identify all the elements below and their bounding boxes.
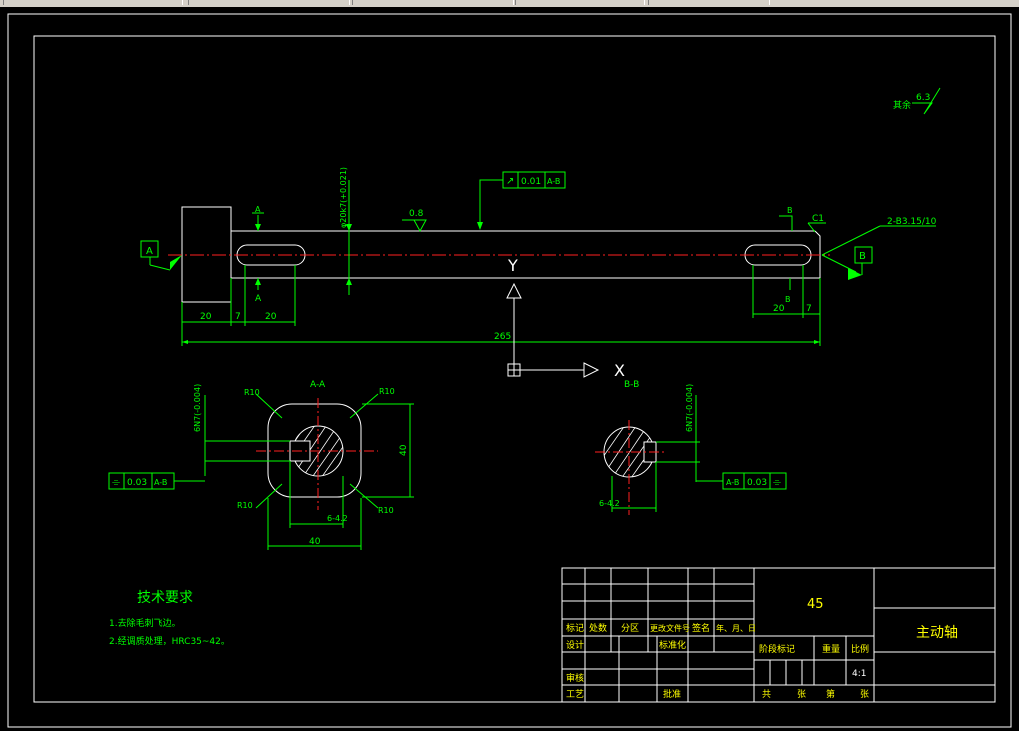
tb-standard: 标准化 bbox=[659, 639, 686, 651]
aa-tol-datum: A-B bbox=[154, 478, 167, 487]
height-dim: 40 bbox=[399, 444, 409, 456]
tb-approve: 批准 bbox=[663, 688, 681, 700]
section-a-top-mark: A bbox=[255, 205, 261, 214]
window-top-strip bbox=[0, 0, 1019, 7]
tech-req-item-1: 1.去除毛刺飞边。 bbox=[109, 617, 181, 629]
datum-b-box bbox=[854, 246, 873, 264]
aa-symmetry-icon: ⌯ bbox=[112, 477, 120, 488]
tb-design: 设计 bbox=[566, 639, 584, 651]
tb-scale-value: 4:1 bbox=[852, 669, 866, 679]
tb-count: 处数 bbox=[589, 622, 607, 634]
tb-total: 共 bbox=[762, 689, 771, 700]
datum-b-label: B bbox=[859, 251, 866, 262]
tb-doc: 更改文件号 bbox=[650, 623, 690, 633]
bb-tol-value: 0.03 bbox=[747, 478, 767, 488]
runout-datum: A-B bbox=[547, 177, 560, 186]
datum-b-triangle bbox=[848, 268, 862, 280]
tb-weight: 重量 bbox=[822, 643, 840, 655]
section-aa-title: A-A bbox=[310, 380, 326, 390]
tech-req-item-2: 2.经调质处理，HRC35~42。 bbox=[109, 635, 230, 647]
drawing-canvas[interactable]: A B 2-B3.15/10 ↗ 0.01 A-B φ20k7(+0.021) … bbox=[0, 7, 1019, 731]
toolbar-combo-3[interactable] bbox=[352, 0, 514, 5]
outer-border bbox=[7, 13, 1012, 728]
bb-fit-label: 6N7(-0.004) bbox=[685, 384, 694, 432]
diameter-label: φ20k7(+0.021) bbox=[339, 167, 348, 228]
tb-review: 审核 bbox=[566, 672, 584, 684]
dim-overall: 265 bbox=[494, 332, 511, 342]
toolbar-combo-4[interactable] bbox=[515, 0, 645, 5]
aa-fit-label: 6N7(-0.004) bbox=[193, 384, 202, 432]
aa-tol-value: 0.03 bbox=[127, 478, 147, 488]
width-dim: 40 bbox=[309, 537, 321, 547]
datum-a-label: A bbox=[146, 246, 153, 257]
ucs-icon bbox=[506, 282, 600, 378]
r-bottom-right: R10 bbox=[378, 506, 394, 515]
title-block bbox=[561, 567, 996, 703]
section-bb: B-B 6N7(-0.004) 6-4.2 A-B 0.03 ⌯ bbox=[595, 380, 787, 515]
inner-border bbox=[33, 35, 996, 703]
ucs-y-label: Y bbox=[507, 256, 518, 275]
section-b-top-mark: B bbox=[787, 206, 793, 215]
section-bb-title: B-B bbox=[624, 380, 639, 390]
main-view: A B 2-B3.15/10 ↗ 0.01 A-B φ20k7(+0.021) … bbox=[140, 87, 941, 346]
datum-a-triangle bbox=[170, 255, 182, 270]
dim-left-head: 20 bbox=[200, 312, 212, 322]
other-roughness-label: 其余 bbox=[893, 99, 911, 111]
tb-sheets: 张 bbox=[797, 689, 806, 700]
section-b-bottom-mark: B bbox=[785, 295, 791, 304]
dim-right-gap: 7 bbox=[806, 304, 812, 314]
tb-sign: 签名 bbox=[692, 622, 710, 634]
toolbar-combo-1[interactable] bbox=[3, 0, 183, 5]
bb-depth-label: 6-4.2 bbox=[599, 499, 620, 508]
other-roughness-value: 6.3 bbox=[916, 93, 930, 103]
aa-depth-label: 6-4.2 bbox=[327, 514, 348, 523]
dim-left-slot: 20 bbox=[265, 312, 277, 322]
bb-symmetry-icon: ⌯ bbox=[773, 477, 781, 488]
title-block-text: 标记 处数 分区 更改文件号 签名 年、月、日 设计 标准化 审核 工艺 批准 … bbox=[566, 597, 958, 700]
chamfer-label: C1 bbox=[812, 214, 824, 224]
r-top-left: R10 bbox=[244, 388, 260, 397]
toolbar-combo-2[interactable] bbox=[188, 0, 350, 5]
runout-value: 0.01 bbox=[521, 177, 541, 187]
r-bottom-left: R10 bbox=[237, 501, 253, 510]
tech-req-title: 技术要求 bbox=[137, 590, 193, 606]
tb-part-name: 主动轴 bbox=[916, 625, 958, 641]
ucs-x-label: X bbox=[614, 361, 625, 380]
tb-date: 年、月、日 bbox=[716, 623, 756, 633]
toolbar-combo-5[interactable] bbox=[648, 0, 770, 5]
dim-left-gap: 7 bbox=[235, 312, 241, 322]
shaft-chamfer-end bbox=[814, 230, 821, 278]
dimension-lines-bottom bbox=[181, 265, 821, 346]
r-top-right: R10 bbox=[379, 387, 395, 396]
tb-process: 工艺 bbox=[566, 689, 584, 700]
tb-zone: 分区 bbox=[621, 623, 639, 634]
roughness-top: 0.8 bbox=[409, 209, 424, 219]
runout-symbol-icon: ↗ bbox=[506, 176, 514, 187]
bb-tol-datum: A-B bbox=[726, 478, 739, 487]
center-hole-label: 2-B3.15/10 bbox=[887, 217, 937, 227]
tb-stage: 阶段标记 bbox=[759, 643, 795, 655]
tb-no: 第 bbox=[826, 688, 835, 700]
tb-mark: 标记 bbox=[566, 622, 584, 634]
section-aa: A-A R10 R10 R10 R10 40 40 bbox=[108, 380, 414, 550]
tb-scale: 比例 bbox=[851, 643, 869, 655]
tb-sheet: 张 bbox=[860, 689, 869, 700]
tb-material: 45 bbox=[807, 597, 824, 612]
dim-right-slot: 20 bbox=[773, 304, 785, 314]
section-a-bottom-mark: A bbox=[255, 294, 262, 304]
